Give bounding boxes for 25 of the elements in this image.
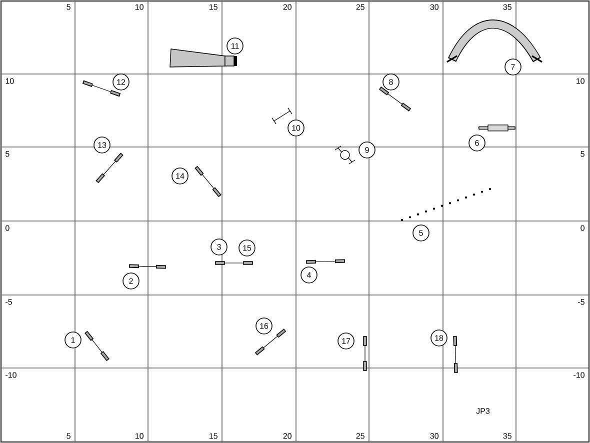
grid-coordinate: 30 bbox=[430, 433, 438, 439]
grid-coordinate: 15 bbox=[210, 433, 218, 439]
grid-coordinate: -10 bbox=[6, 372, 16, 378]
grid-coordinate: 25 bbox=[356, 433, 364, 439]
grid-coordinate: -5 bbox=[578, 299, 584, 305]
course-id: JP3 bbox=[476, 408, 490, 414]
grid-coordinate: 0 bbox=[580, 225, 584, 231]
grid-coordinate: 15 bbox=[210, 4, 218, 10]
grid-coordinate: 30 bbox=[430, 4, 438, 10]
grid-coordinate: -5 bbox=[6, 299, 12, 305]
grid-coordinate: 20 bbox=[283, 433, 292, 439]
grid-coordinate: 5 bbox=[6, 151, 10, 157]
grid-coordinate: 5 bbox=[580, 151, 584, 157]
grid-coordinate: 35 bbox=[503, 4, 512, 10]
grid-coordinate: 10 bbox=[6, 78, 14, 84]
grid-coordinate: 10 bbox=[136, 433, 144, 439]
grid-coordinate: 10 bbox=[576, 78, 584, 84]
grid-coordinate: 10 bbox=[136, 4, 144, 10]
grid-coordinate: 35 bbox=[503, 433, 512, 439]
grid-coordinate: 20 bbox=[283, 4, 292, 10]
grid-coordinate: 25 bbox=[356, 4, 364, 10]
grid-coordinate: 5 bbox=[66, 4, 70, 10]
grid-coordinate: -10 bbox=[574, 372, 584, 378]
grid-coordinate: 5 bbox=[66, 433, 70, 439]
grid-coordinate: 0 bbox=[6, 225, 10, 231]
